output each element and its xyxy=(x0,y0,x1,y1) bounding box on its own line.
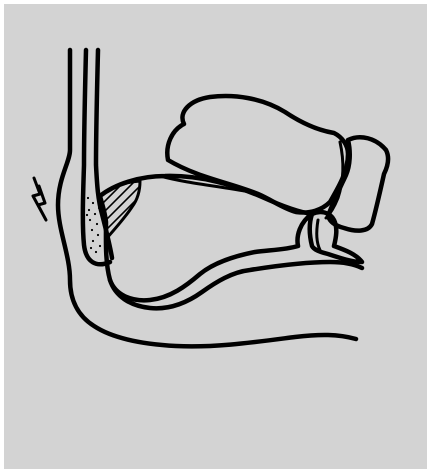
navicular-outline xyxy=(328,137,388,230)
talus-outline xyxy=(167,96,348,212)
pain-lightning-symbol xyxy=(33,178,46,220)
cuboid-inner-line xyxy=(317,220,320,250)
